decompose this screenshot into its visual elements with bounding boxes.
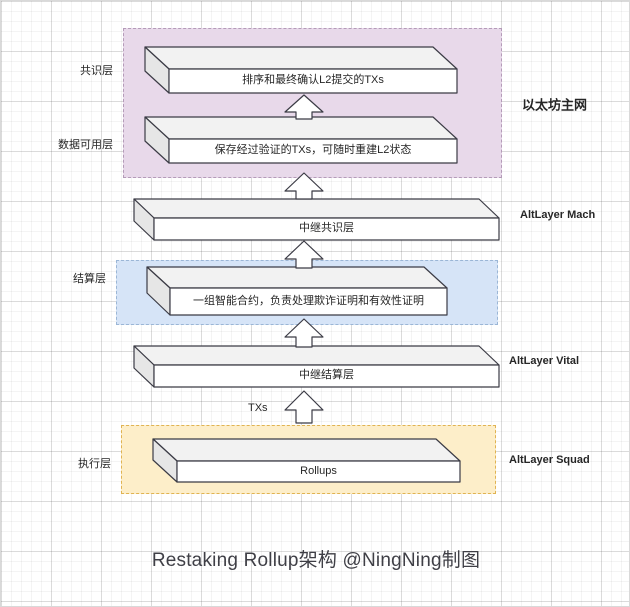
diagram-caption: Restaking Rollup架构 @NingNing制图 [151,550,481,571]
label-data-availability-layer: 数据可用层 [58,139,113,151]
label-altlayer-squad: AltLayer Squad [509,454,590,466]
arrow-da-to-consensus [284,94,324,120]
label-settlement-layer: 结算层 [73,273,106,285]
block-data-availability-layer: 保存经过验证的TXs，可随时重建L2状态 [144,116,458,165]
label-consensus-layer: 共识层 [80,65,113,77]
block-rollups: Rollups [152,438,461,484]
label-ethereum-mainnet: 以太坊主网 [522,97,588,113]
block-relay-consensus-layer: 中继共识层 [133,198,500,243]
arrow-contracts-to-mach [284,240,324,269]
arrow-mach-to-data-availability [284,172,324,200]
label-altlayer-vital: AltLayer Vital [509,355,580,367]
block-consensus-layer: 排序和最终确认L2提交的TXs [144,46,458,95]
arrow-vital-to-contracts [284,318,324,348]
label-execution-layer: 执行层 [78,458,111,470]
arrow-rollups-to-vital-label: TXs [248,402,268,414]
label-altlayer-mach: AltLayer Mach [520,209,596,221]
arrow-rollups-to-vital [284,390,324,424]
block-relay-settlement-layer: 中继结算层 [133,345,500,390]
block-smart-contracts: 一组智能合约，负责处理欺诈证明和有效性证明 [146,266,448,317]
